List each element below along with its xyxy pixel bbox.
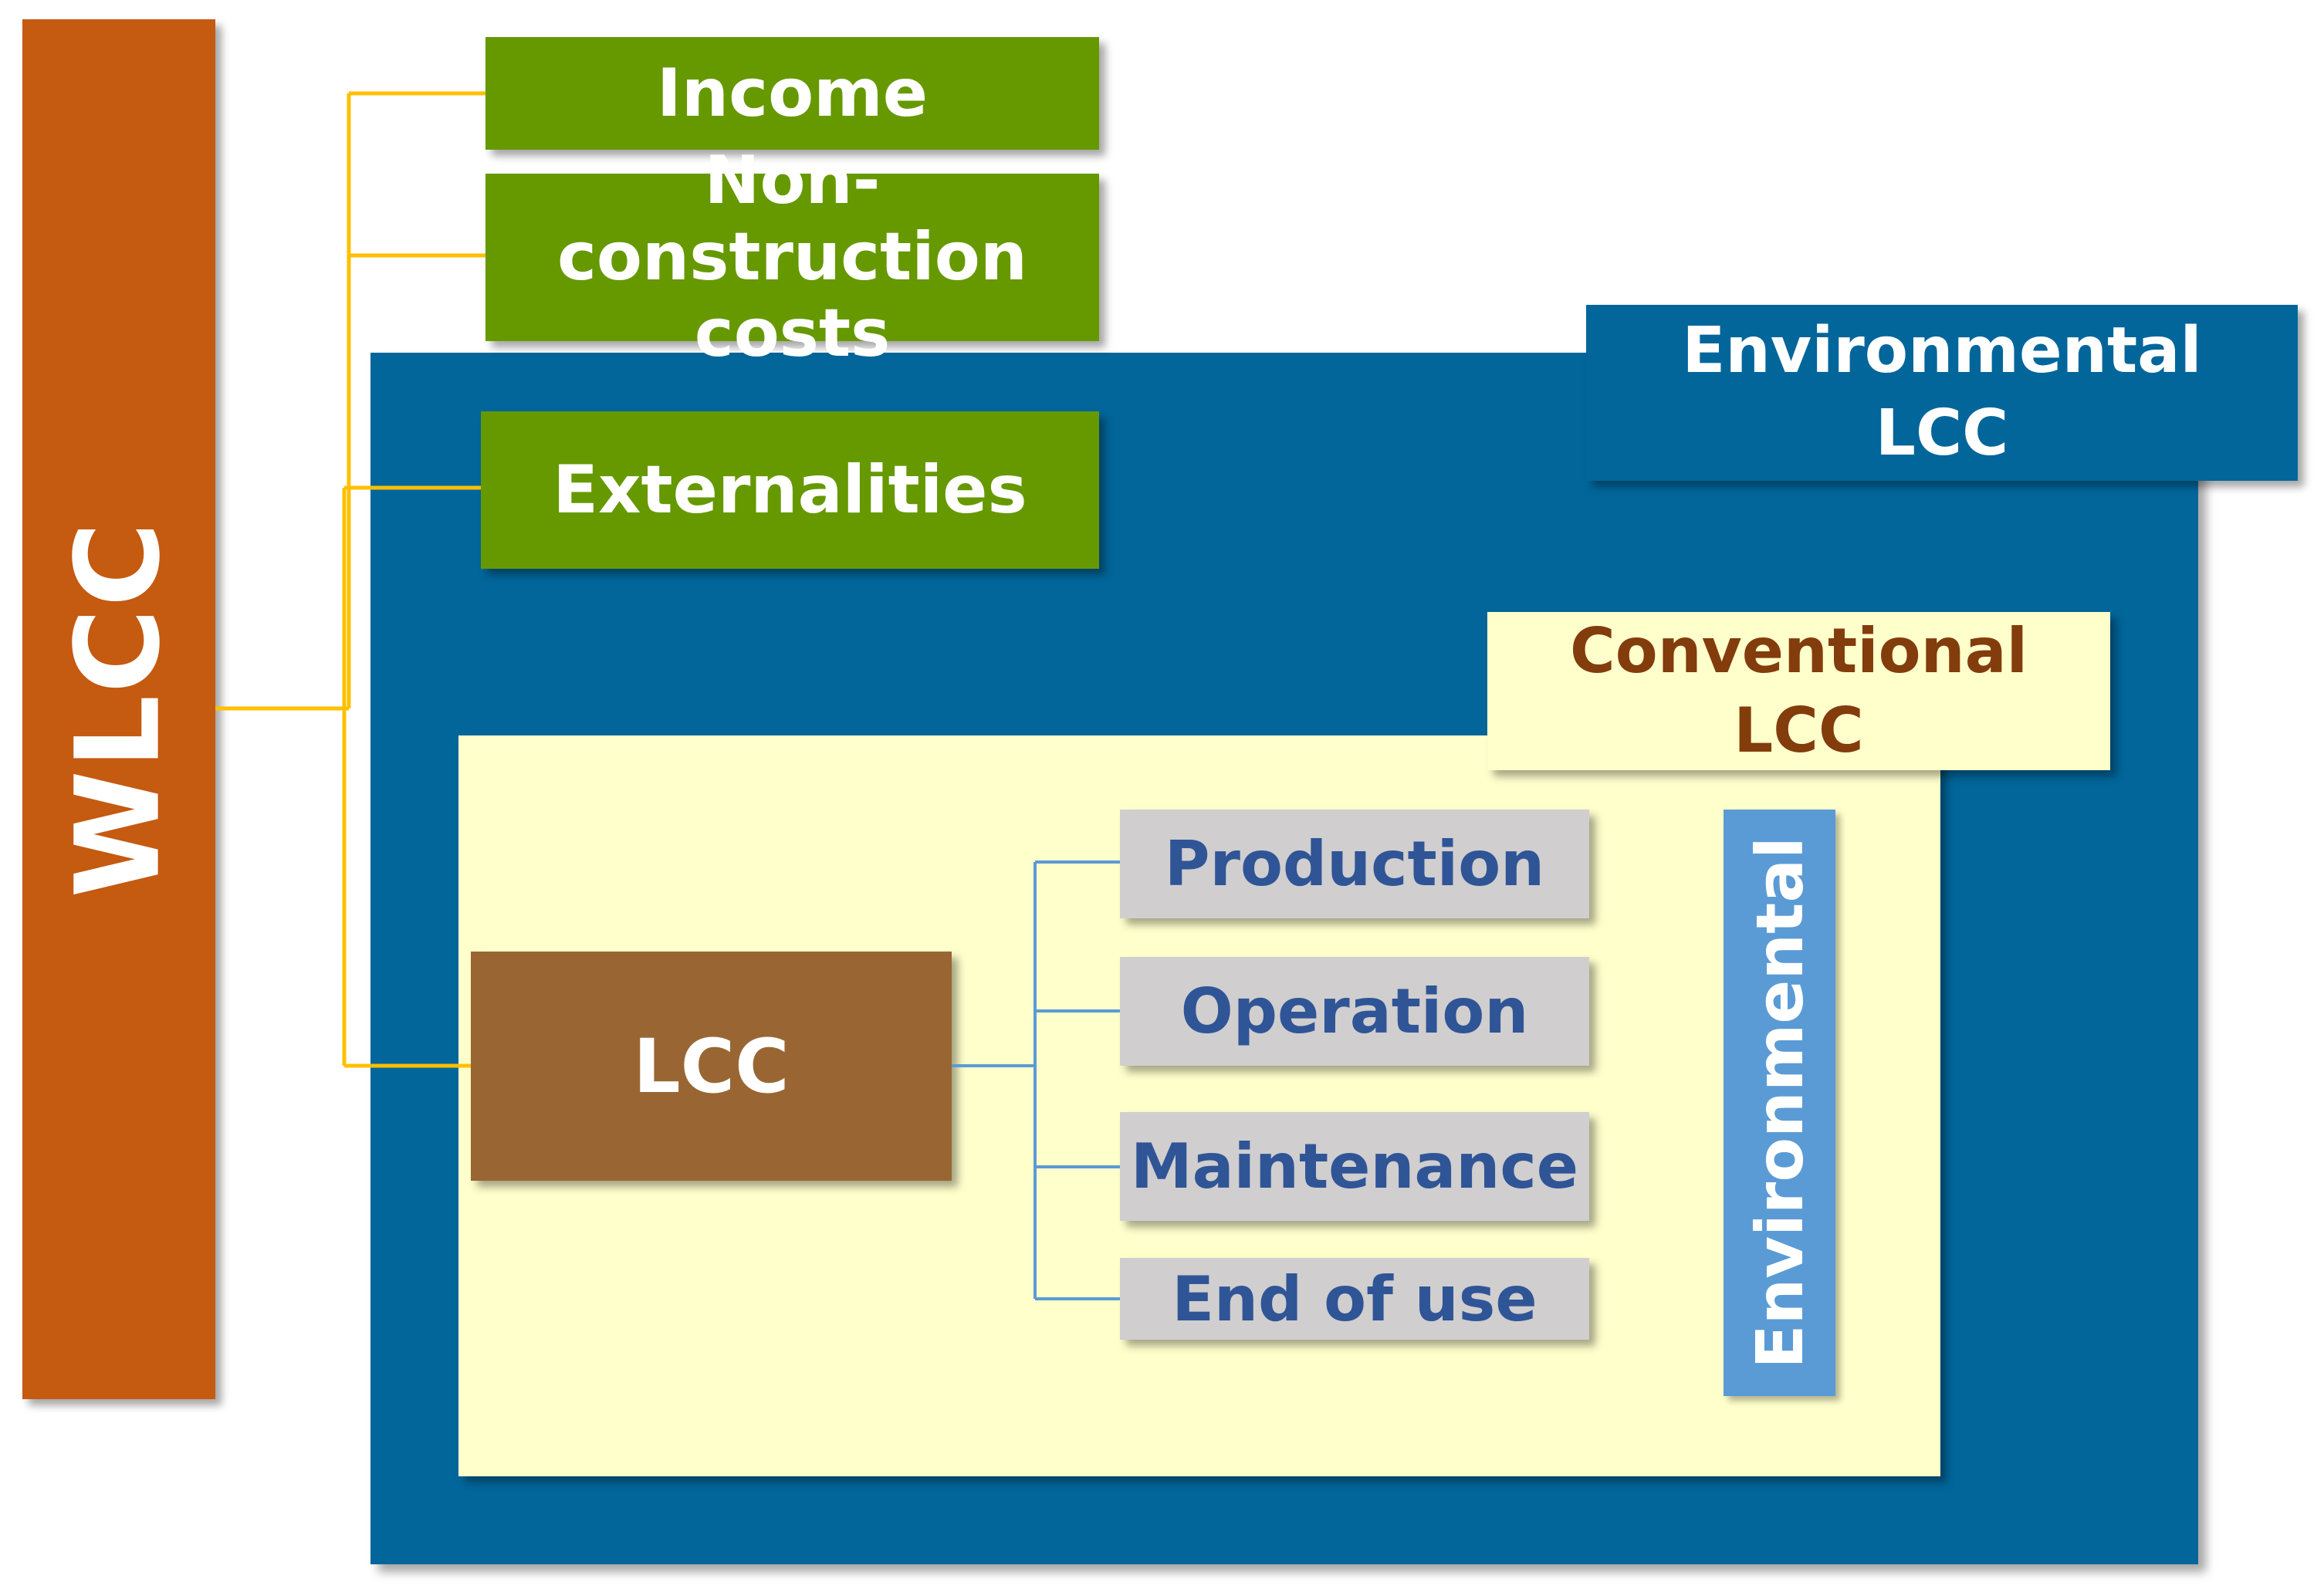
wlcc-box: WLCC bbox=[22, 19, 215, 1399]
environmental-lcc-label-line1: Environmental bbox=[1682, 314, 2202, 388]
income-label: Income bbox=[656, 54, 929, 132]
externalities-box: Externalities bbox=[481, 411, 1099, 569]
phase-maintenance-box: Maintenance bbox=[1120, 1112, 1589, 1221]
phase-operation-label: Operation bbox=[1180, 975, 1529, 1047]
phase-operation-box: Operation bbox=[1120, 957, 1589, 1066]
lcc-label: LCC bbox=[633, 1023, 790, 1110]
lcc-box: LCC bbox=[471, 952, 952, 1181]
non-construction-costs-box: Non-construction costs bbox=[485, 143, 1099, 371]
phase-maintenance-label: Maintenance bbox=[1130, 1131, 1579, 1202]
conventional-lcc-label-line1: Conventional bbox=[1570, 615, 2028, 688]
environmental-lcc-label: Environmental LCC bbox=[1586, 305, 2298, 481]
non-construction-label-line2: costs bbox=[694, 294, 891, 372]
environmental-vertical-box: Environmental bbox=[1724, 810, 1835, 1396]
conventional-lcc-label-line2: LCC bbox=[1734, 694, 1864, 766]
environmental-vertical-label: Environmental bbox=[1741, 837, 1818, 1369]
phase-production-label: Production bbox=[1164, 828, 1545, 900]
wlcc-label: WLCC bbox=[52, 520, 187, 898]
externalities-label: Externalities bbox=[553, 451, 1027, 529]
phase-end-of-use-label: End of use bbox=[1172, 1263, 1537, 1335]
phase-production-box: Production bbox=[1120, 810, 1589, 918]
environmental-lcc-label-line2: LCC bbox=[1875, 397, 2009, 470]
conventional-lcc-label: Conventional LCC bbox=[1487, 612, 2110, 770]
non-construction-label-line1: Non-construction bbox=[556, 142, 1028, 296]
phase-end-of-use-box: End of use bbox=[1120, 1258, 1589, 1340]
income-box: Income bbox=[485, 37, 1099, 150]
